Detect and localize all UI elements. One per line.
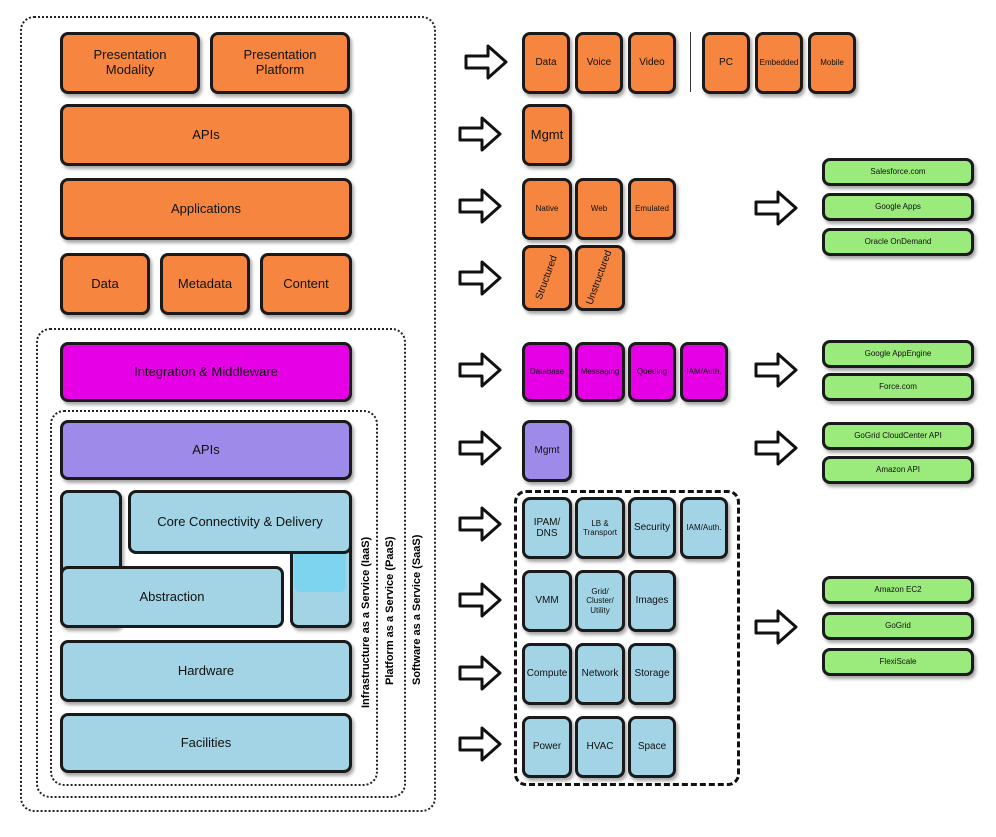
presentation-voice-box: Voice bbox=[575, 32, 623, 94]
iaas-label: Infrastructure as a Service (IaaS) bbox=[360, 536, 372, 708]
platform-pc-box: PC bbox=[702, 32, 750, 94]
core-lb-box: LB & Transport bbox=[575, 497, 625, 559]
app-web-box: Web bbox=[575, 178, 623, 240]
facilities-hvac-box: HVAC bbox=[575, 716, 625, 778]
example-flexiscale: FlexiScale bbox=[822, 648, 974, 676]
facilities-box: Facilities bbox=[60, 713, 352, 773]
hardware-box: Hardware bbox=[60, 640, 352, 702]
facilities-power-box: Power bbox=[522, 716, 572, 778]
content-box: Content bbox=[260, 253, 352, 315]
example-salesforce: Salesforce.com bbox=[822, 158, 974, 186]
abstraction-vmm-box: VMM bbox=[522, 570, 572, 632]
saas-layer-outline bbox=[20, 16, 436, 812]
right-arrow-icon bbox=[458, 655, 502, 691]
hardware-storage-box: Storage bbox=[628, 643, 676, 705]
right-arrow-icon bbox=[458, 506, 502, 542]
right-arrow-icon bbox=[754, 430, 798, 466]
app-emulated-box: Emulated bbox=[628, 178, 676, 240]
hardware-network-box: Network bbox=[575, 643, 625, 705]
integration-middleware-box: Integration & Middleware bbox=[60, 342, 352, 402]
example-google-apps: Google Apps bbox=[822, 193, 974, 221]
right-arrow-icon bbox=[464, 44, 508, 80]
apis2-mgmt-box: Mgmt bbox=[522, 420, 572, 482]
applications-box: Applications bbox=[60, 178, 352, 240]
presentation-divider bbox=[690, 32, 691, 92]
apis-top-box: APIs bbox=[60, 104, 352, 166]
iaas-detail-outline bbox=[514, 490, 740, 786]
integration-database-box: Database bbox=[522, 342, 572, 402]
abstraction-box: Abstraction bbox=[60, 566, 284, 628]
presentation-platform-box: Presentation Platform bbox=[210, 32, 350, 94]
integration-queuing-box: Queuing bbox=[628, 342, 676, 402]
metadata-box: Metadata bbox=[160, 253, 250, 315]
right-arrow-icon bbox=[458, 260, 502, 296]
right-arrow-icon bbox=[458, 352, 502, 388]
abstraction-grid-box: Grid/ Cluster/ Utility bbox=[575, 570, 625, 632]
right-arrow-icon bbox=[754, 609, 798, 645]
data-unstructured-box: Unstructured bbox=[575, 245, 625, 311]
paas-label: Platform as a Service (PaaS) bbox=[384, 536, 396, 685]
example-amazon-ec2: Amazon EC2 bbox=[822, 576, 974, 604]
example-gogrid: GoGrid bbox=[822, 612, 974, 640]
iaas-layer-outline bbox=[50, 410, 378, 786]
right-arrow-icon bbox=[754, 352, 798, 388]
platform-embedded-box: Embedded bbox=[755, 32, 803, 94]
core-security-box: Security bbox=[628, 497, 676, 559]
example-gogrid-api: GoGrid CloudCenter API bbox=[822, 422, 974, 450]
abstraction-images-box: Images bbox=[628, 570, 676, 632]
app-native-box: Native bbox=[522, 178, 572, 240]
right-arrow-icon bbox=[458, 188, 502, 224]
right-arrow-icon bbox=[754, 190, 798, 226]
example-force-com: Force.com bbox=[822, 373, 974, 401]
right-arrow-icon bbox=[458, 582, 502, 618]
core-iam-box: IAM/Auth. bbox=[680, 497, 728, 559]
right-arrow-icon bbox=[458, 430, 502, 466]
example-oracle-ondemand: Oracle OnDemand bbox=[822, 228, 974, 256]
presentation-modality-box: Presentation Modality bbox=[60, 32, 200, 94]
presentation-video-box: Video bbox=[628, 32, 676, 94]
right-arrow-icon bbox=[458, 116, 502, 152]
right-arrow-icon bbox=[458, 726, 502, 762]
saas-label: Software as a Service (SaaS) bbox=[411, 534, 423, 685]
facilities-space-box: Space bbox=[628, 716, 676, 778]
core-connectivity-box: Core Connectivity & Delivery bbox=[128, 490, 352, 554]
data-structured-box: Structured bbox=[522, 245, 572, 311]
presentation-data-box: Data bbox=[522, 32, 570, 94]
integration-messaging-box: Messaging bbox=[575, 342, 625, 402]
integration-iam-box: IAM/Auth. bbox=[680, 342, 728, 402]
data-box: Data bbox=[60, 253, 150, 315]
example-google-appengine: Google AppEngine bbox=[822, 340, 974, 368]
platform-mobile-box: Mobile bbox=[808, 32, 856, 94]
paas-layer-outline bbox=[36, 328, 406, 798]
core-ipam-box: IPAM/ DNS bbox=[522, 497, 572, 559]
apis-bottom-box: APIs bbox=[60, 420, 352, 480]
example-amazon-api: Amazon API bbox=[822, 456, 974, 484]
apis-mgmt-box: Mgmt bbox=[522, 104, 572, 166]
hardware-compute-box: Compute bbox=[522, 643, 572, 705]
